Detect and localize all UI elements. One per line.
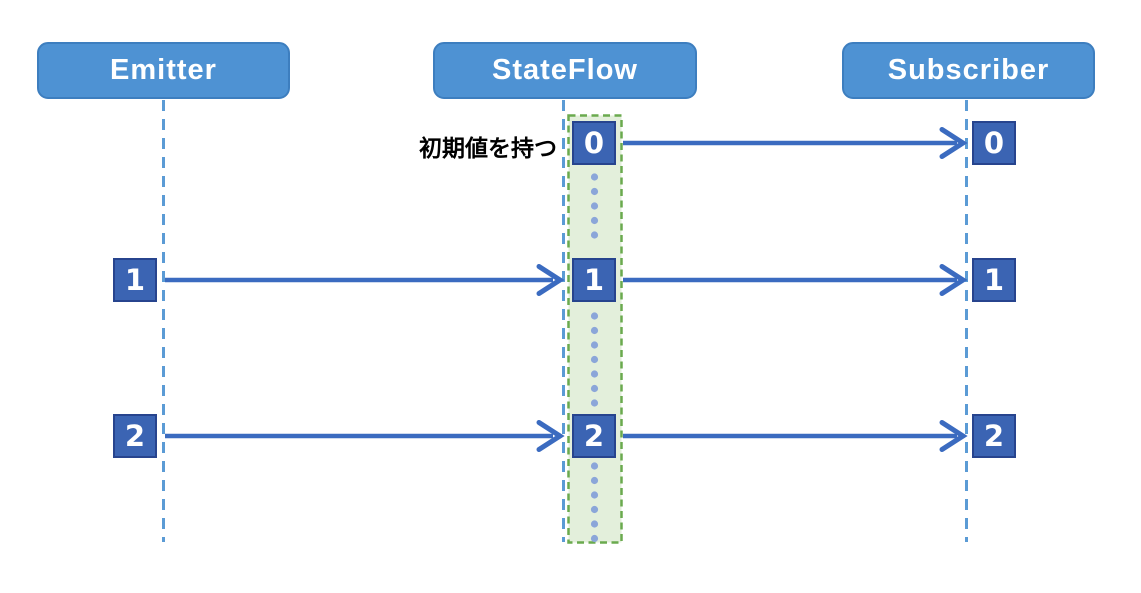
emitter-value-box-1: 1 <box>113 258 157 302</box>
subscriber-value-box-2: 2 <box>972 414 1016 458</box>
subscriber-value-box-1: 1 <box>972 258 1016 302</box>
arrow-stateflow-to-subscriber-1 <box>623 264 968 296</box>
arrow-stateflow-to-subscriber-0 <box>623 127 968 159</box>
lane-header-subscriber: Subscriber <box>842 42 1095 99</box>
continuation-dots-after-1 <box>590 312 599 407</box>
continuation-dots-after-0 <box>590 173 599 239</box>
arrow-emitter-to-stateflow-2 <box>165 420 565 452</box>
arrow-stateflow-to-subscriber-2 <box>623 420 968 452</box>
lane-header-emitter-label: Emitter <box>110 54 217 86</box>
continuation-dots-after-2 <box>590 462 599 543</box>
stateflow-value-box-0: 0 <box>572 121 616 165</box>
lane-header-stateflow: StateFlow <box>433 42 697 99</box>
arrow-emitter-to-stateflow-1 <box>165 264 565 296</box>
stateflow-value-box-1: 1 <box>572 258 616 302</box>
lane-header-emitter: Emitter <box>37 42 290 99</box>
lane-header-subscriber-label: Subscriber <box>887 54 1050 86</box>
stateflow-value-box-2: 2 <box>572 414 616 458</box>
lane-header-stateflow-label: StateFlow <box>492 54 638 86</box>
emitter-value-box-2: 2 <box>113 414 157 458</box>
subscriber-value-box-0: 0 <box>972 121 1016 165</box>
initial-value-annotation: 初期値を持つ <box>419 135 557 161</box>
